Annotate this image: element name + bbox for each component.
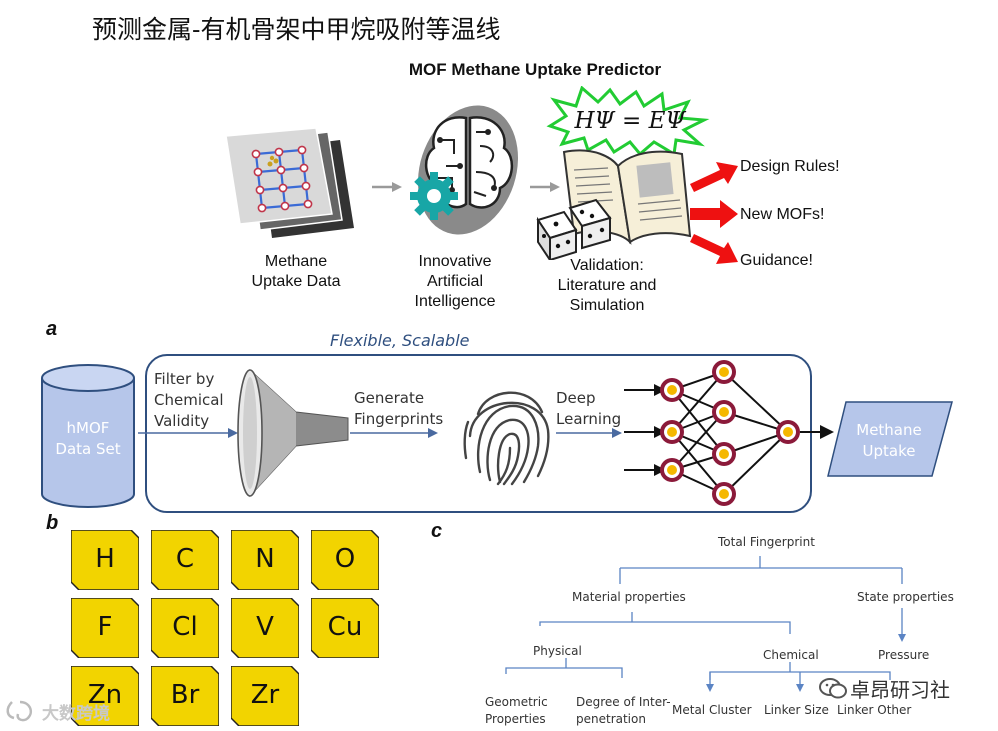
panel-b-label: b (46, 512, 59, 534)
tree-chemical: Chemical (763, 648, 819, 662)
tree-linker-size: Linker Size (764, 703, 829, 717)
methane-uptake-output-shape (827, 401, 953, 477)
neural-network-icon (624, 360, 834, 506)
flow-arrow-3-icon (556, 428, 622, 438)
stage-arrow-1-icon (372, 182, 402, 192)
ai-brain-icon (410, 105, 518, 235)
panel-a-label: a (46, 318, 58, 340)
flow-arrow-2-icon (350, 428, 438, 438)
tree-degree-of-interpenetration: Degree of Inter-penetration (576, 695, 671, 726)
tree-metal-cluster: Metal Cluster (672, 703, 752, 717)
tree-pressure: Pressure (878, 648, 930, 662)
funnel-icon (237, 368, 349, 498)
element-tile-c: C (151, 530, 219, 590)
output-guidance: Guidance! (740, 252, 813, 269)
flow-arrow-1-icon (138, 428, 238, 438)
element-tile-f: F (71, 598, 139, 658)
element-tile-cu: Cu (311, 598, 379, 658)
dataset-cylinder-icon (41, 364, 135, 508)
output-new-mofs: New MOFs! (740, 206, 825, 223)
tree-state-properties: State properties (857, 590, 954, 604)
watermark-right: 卓昂研习社 (850, 678, 950, 702)
tree-physical: Physical (533, 644, 582, 658)
literature-book-dice-icon (536, 149, 692, 260)
output-design-rules: Design Rules! (740, 158, 840, 175)
tree-material-properties: Material properties (572, 590, 686, 604)
watermark-logo-left-icon (6, 700, 32, 722)
fingerprint-tree-connectors (505, 556, 906, 692)
wechat-icon (819, 678, 847, 699)
output-arrow-1-icon (690, 162, 738, 192)
element-tile-br: Br (151, 666, 219, 726)
element-tile-h: H (71, 530, 139, 590)
schrodinger-equation: HΨ = EΨ (574, 108, 686, 134)
element-tile-o: O (311, 530, 379, 590)
fingerprint-icon (463, 391, 550, 486)
flow-box-title: Flexible, Scalable (330, 331, 470, 350)
stage-arrow-2-icon (530, 182, 560, 192)
element-tile-zn: Zn (71, 666, 139, 726)
methane-data-papers-icon (225, 128, 354, 238)
panel-c-label: c (431, 520, 443, 542)
watermark-left: 大数跨境 (42, 704, 110, 724)
slide-title: 预测金属-有机骨架中甲烷吸附等温线 (92, 15, 501, 44)
element-tile-n: N (231, 530, 299, 590)
tree-linker-other: Linker Other (837, 703, 912, 717)
element-tile-cl: Cl (151, 598, 219, 658)
output-arrow-2-icon (690, 200, 738, 228)
equation-burst-icon (546, 86, 710, 156)
tree-root-total-fingerprint: Total Fingerprint (718, 535, 815, 549)
element-tile-v: V (231, 598, 299, 658)
output-arrow-3-icon (690, 234, 738, 264)
element-tile-zr: Zr (231, 666, 299, 726)
graphic-title: MOF Methane Uptake Predictor (408, 60, 662, 79)
